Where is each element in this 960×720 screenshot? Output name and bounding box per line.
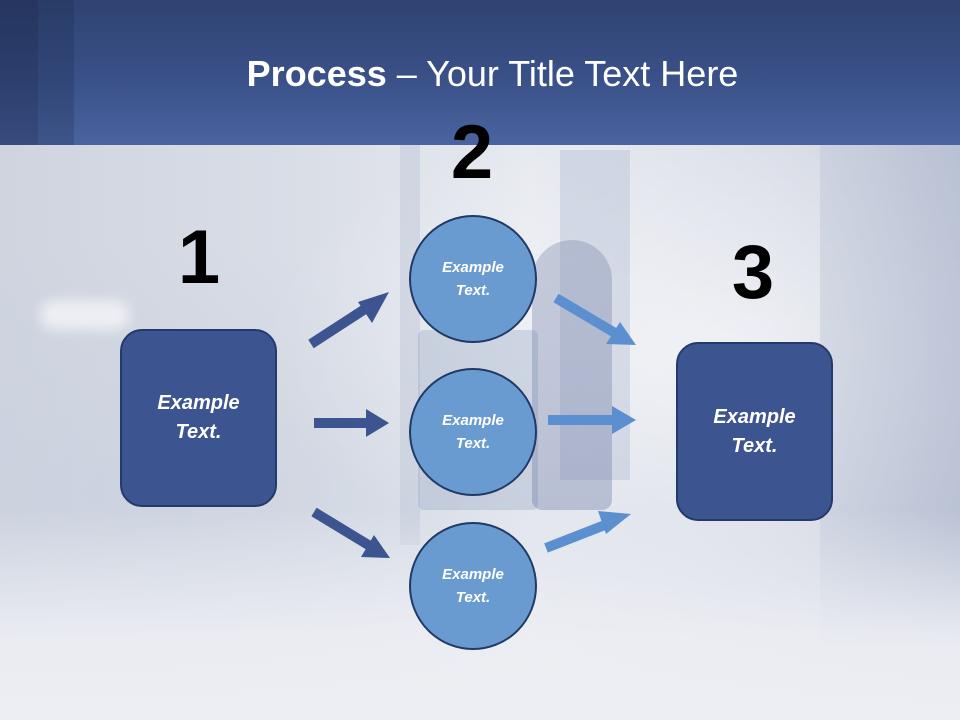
left-box-text: Example Text. xyxy=(157,392,240,443)
header-stripe xyxy=(38,0,74,145)
step-number-3[interactable]: 3 xyxy=(731,230,775,315)
circle-bottom-text: Example Text. xyxy=(442,566,504,606)
step-number-2[interactable]: 2 xyxy=(450,110,494,195)
title-bold: Process xyxy=(246,53,387,94)
title-rest: – Your Title Text Here xyxy=(386,53,739,94)
background-pillar xyxy=(400,145,420,545)
right-box-text: Example Text. xyxy=(713,405,796,457)
step-number-1[interactable]: 1 xyxy=(177,215,221,300)
header-band xyxy=(0,0,960,145)
circle-top[interactable]: Example Text. xyxy=(409,215,537,343)
left-box[interactable]: Example Text. xyxy=(120,329,277,507)
slide-title[interactable]: Process – Your Title Text Here xyxy=(0,52,960,96)
background-light xyxy=(40,300,130,330)
circle-middle-text: Example Text. xyxy=(442,412,504,452)
header-stripe xyxy=(0,0,38,145)
circle-bottom[interactable]: Example Text. xyxy=(409,522,537,650)
right-box[interactable]: Example Text. xyxy=(676,342,833,521)
circle-top-text: Example Text. xyxy=(442,259,504,299)
background-figure xyxy=(532,240,612,510)
circle-middle[interactable]: Example Text. xyxy=(409,368,537,496)
